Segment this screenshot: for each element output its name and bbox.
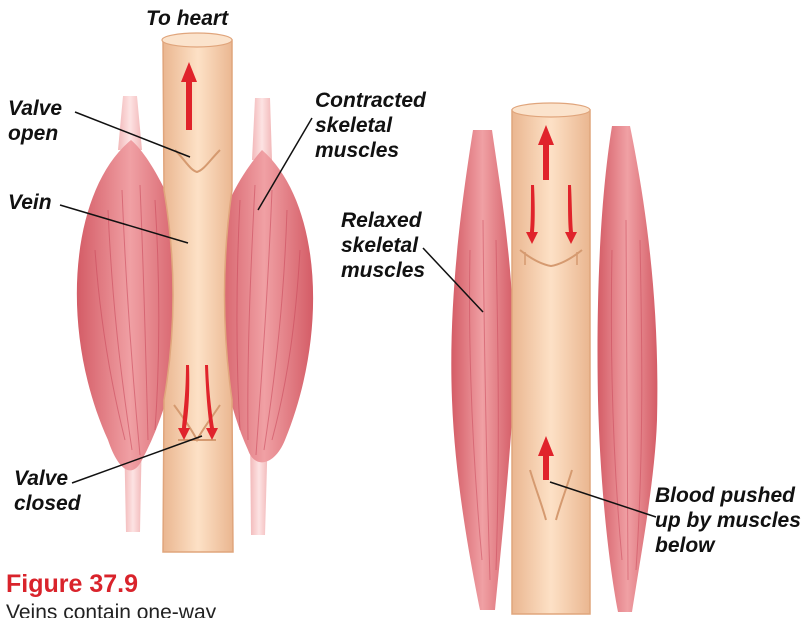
label-to-heart: To heart — [146, 6, 228, 31]
label-valve-open: Valve open — [8, 96, 62, 146]
contracted-panel — [77, 33, 313, 552]
label-blood-pushed: Blood pushed up by muscles below — [655, 483, 801, 558]
figure-caption-text: Veins contain one-way — [6, 598, 216, 618]
contracted-vein — [163, 40, 233, 552]
figure-title: Figure 37.9 — [6, 570, 138, 598]
relaxed-vein — [512, 110, 590, 614]
label-relaxed-muscles: Relaxed skeletal muscles — [341, 208, 425, 283]
left-relaxed-muscle — [451, 130, 514, 610]
label-valve-closed: Valve closed — [14, 466, 81, 516]
relaxed-panel — [451, 103, 657, 614]
label-contracted-muscles: Contracted skeletal muscles — [315, 88, 426, 163]
label-vein: Vein — [8, 190, 52, 215]
